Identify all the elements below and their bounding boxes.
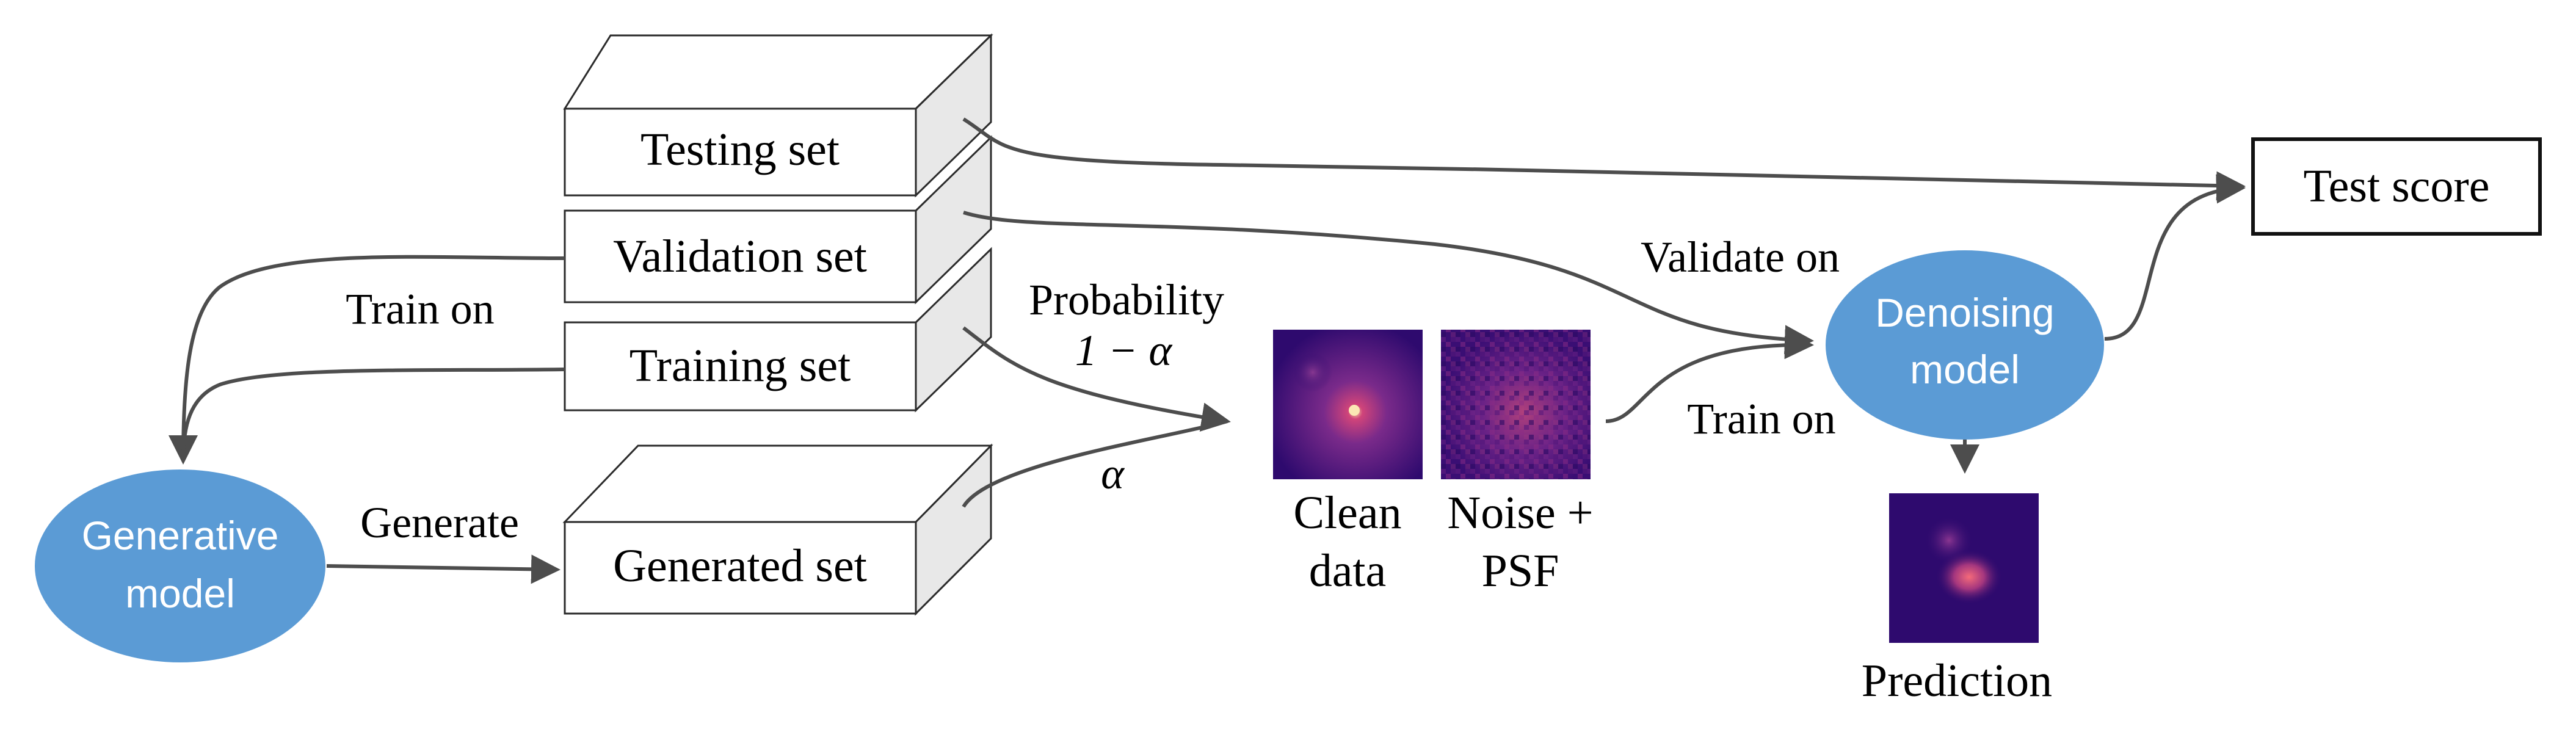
edge-label-validate-on: Validate on bbox=[1641, 233, 1840, 281]
prediction-image bbox=[1889, 493, 2039, 643]
generative-model-label-2: model bbox=[125, 571, 235, 616]
test-score-label: Test score bbox=[2304, 161, 2490, 212]
noise-psf-label-2: PSF bbox=[1482, 545, 1559, 596]
generated-set-label: Generated set bbox=[613, 540, 867, 592]
edge-testing-to-score bbox=[962, 117, 2246, 201]
edge-label-generate: Generate bbox=[360, 498, 519, 547]
denoising-model-label-1: Denoising bbox=[1875, 290, 2055, 335]
edge-probability bbox=[962, 326, 1231, 432]
edge-label-probability-2: 1 − α bbox=[1075, 326, 1173, 375]
edge-label-probability-1: Probability bbox=[1029, 275, 1224, 324]
validation-set-box: Validation set bbox=[564, 135, 992, 305]
edge-training-to-generative bbox=[181, 368, 565, 462]
noise-psf-label-1: Noise + bbox=[1447, 487, 1593, 538]
training-set-box: Training set bbox=[564, 247, 992, 413]
edge-denoising-to-score bbox=[2104, 174, 2246, 341]
clean-data-label-1: Clean bbox=[1293, 487, 1401, 538]
training-set-label: Training set bbox=[629, 340, 851, 391]
denoising-model-label-2: model bbox=[1910, 347, 2020, 392]
edge-label-train-on-right: Train on bbox=[1687, 394, 1835, 443]
testing-set-label: Testing set bbox=[640, 124, 840, 175]
testing-set-box: Testing set bbox=[563, 33, 993, 198]
clean-data-image bbox=[1273, 330, 1423, 479]
edge-train-on-right bbox=[1605, 330, 1814, 423]
edge-label-train-on-left: Train on bbox=[346, 285, 494, 333]
generative-model-node: Generative model bbox=[35, 469, 325, 662]
edge-label-alpha: α bbox=[1101, 449, 1125, 498]
noise-psf-image bbox=[1441, 330, 1591, 479]
generative-model-label-1: Generative bbox=[82, 513, 279, 558]
prediction-label: Prediction bbox=[1862, 655, 2052, 706]
clean-data-label-2: data bbox=[1309, 545, 1387, 596]
edge-generate bbox=[326, 554, 561, 584]
denoising-model-node: Denoising model bbox=[1826, 250, 2104, 440]
edge-validation-to-generative bbox=[169, 255, 565, 465]
generated-set-box: Generated set bbox=[562, 443, 993, 616]
validation-set-label: Validation set bbox=[613, 231, 867, 282]
edge-validate-on bbox=[963, 211, 1814, 355]
test-score-node: Test score bbox=[2251, 137, 2542, 236]
edge-alpha bbox=[962, 419, 1228, 508]
